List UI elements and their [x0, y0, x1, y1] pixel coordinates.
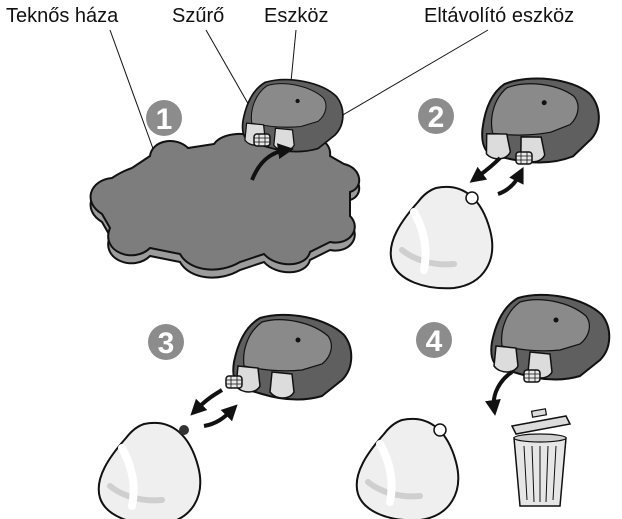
step1-arrow: [250, 143, 294, 181]
step2-filter: [515, 151, 533, 165]
step4-filter: [523, 369, 541, 383]
step-badge-2: 2: [418, 98, 454, 134]
step-badge-3: 3: [148, 324, 184, 360]
label-housing: Teknős háza: [6, 5, 119, 27]
step-number-4: 4: [426, 325, 443, 358]
step-number-3: 3: [158, 327, 175, 360]
step3-filter: [225, 375, 243, 389]
step-number-1: 1: [156, 103, 173, 136]
step2-arrow-out: [469, 156, 502, 183]
step3-arrow-out: [190, 388, 224, 416]
step-number-2: 2: [428, 101, 445, 134]
housing-step1: [89, 133, 360, 279]
step2-arrow-in: [497, 166, 524, 196]
step-badge-1: 1: [146, 100, 182, 136]
label-filter: Szűrő: [172, 5, 225, 27]
step1-filter: [253, 133, 271, 147]
step2-tool: [476, 72, 604, 169]
step3-tool: [232, 313, 353, 401]
step-badge-4: 4: [416, 322, 452, 358]
label-removal-tool: Eltávolító eszköz: [424, 5, 575, 27]
step4-tool: [490, 293, 611, 381]
step3-dome: [99, 423, 201, 519]
trash-icon: [510, 408, 572, 507]
step3-arrow-in: [203, 404, 238, 428]
step4-arrow: [484, 370, 514, 416]
label-tool: Eszköz: [264, 5, 329, 27]
